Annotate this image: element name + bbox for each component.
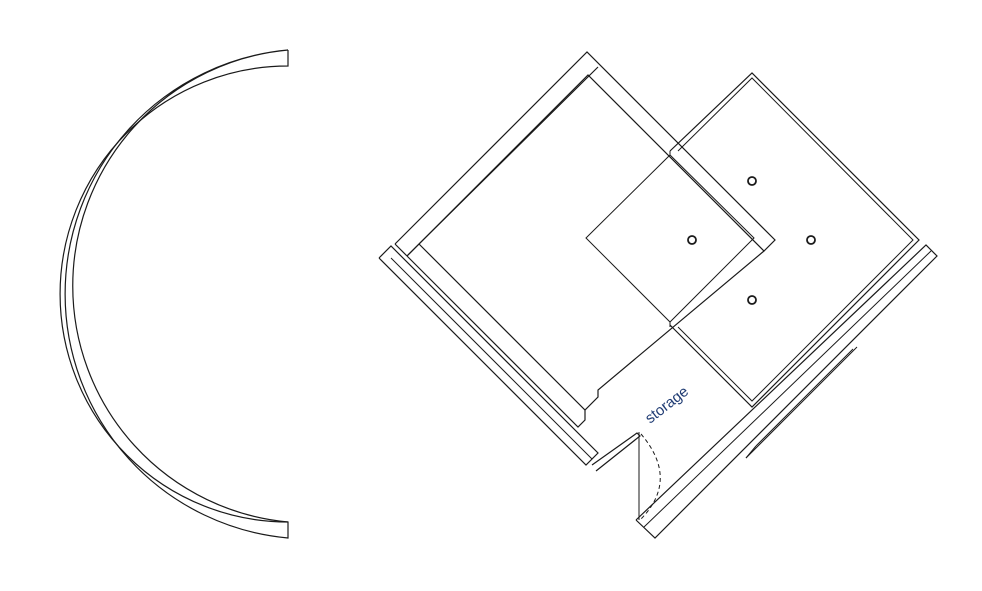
window [745,346,858,459]
column-markers [687,176,816,305]
door-swing-arc [639,433,661,521]
main-room-walls [394,51,776,428]
outer-wall-strip [378,245,599,466]
column-marker [687,235,697,245]
room-label: storage [642,383,692,427]
column-marker [747,176,757,186]
curved-wall [59,49,289,539]
door [591,432,661,521]
column-marker [747,295,757,305]
column-marker [806,235,816,245]
central-square [585,151,755,327]
right-room-walls [669,72,920,408]
outer-wall-strip-right [635,244,938,539]
